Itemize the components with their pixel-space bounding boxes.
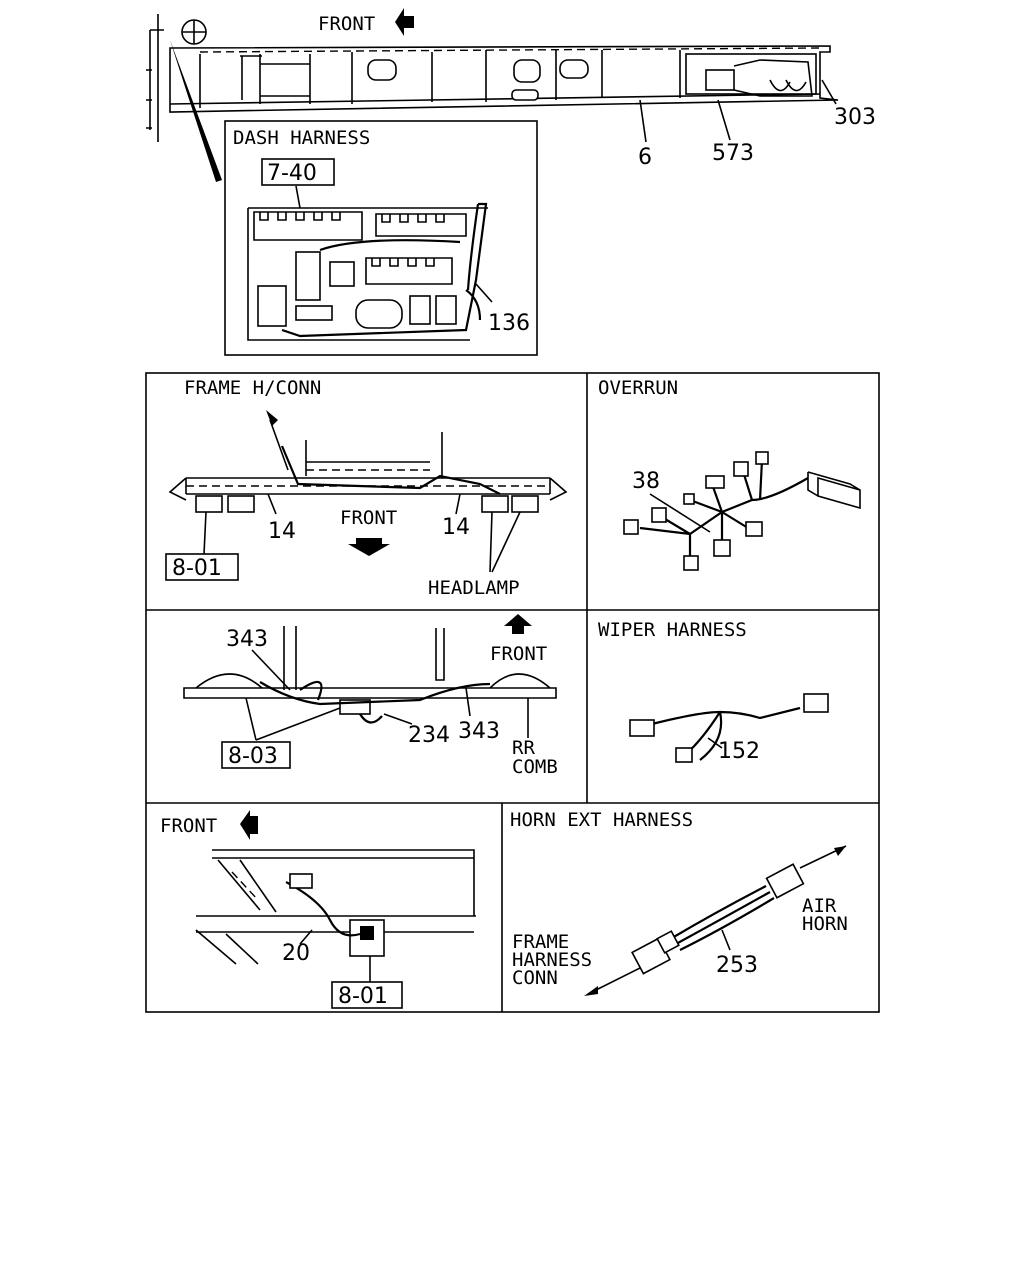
harness-label: HARNESS <box>512 949 592 971</box>
ref-box-8-03 <box>221 741 291 769</box>
harness-wire <box>259 680 491 724</box>
callout-38: 38 <box>632 469 660 494</box>
overrun-title: OVERRUN <box>598 377 678 399</box>
harness-wire <box>280 445 501 495</box>
wiper-harness-title: WIPER HARNESS <box>598 619 747 641</box>
callout-343-left: 343 <box>226 627 268 652</box>
junction-block <box>365 257 453 285</box>
comb-label: COMB <box>512 756 558 778</box>
air-label: AIR <box>802 895 837 917</box>
detail-grid <box>145 372 880 1013</box>
horn-ext-title: HORN EXT HARNESS <box>510 809 693 831</box>
horn-ext-harness-panel: HORN EXT HARNESS AIR HORN 253 FRAME HARN… <box>510 809 848 996</box>
frame-rail <box>196 849 476 933</box>
connector <box>511 89 539 101</box>
callout-152: 152 <box>718 739 760 764</box>
front-arrow-icon <box>504 614 532 634</box>
front-post <box>146 14 164 142</box>
rear-comb-panel: 343 FRONT 234 343 8-03 RR COMB <box>183 614 558 778</box>
callout-20: 20 <box>282 941 310 966</box>
frame-front-label: FRONT <box>340 507 397 529</box>
rear-cross-member <box>183 687 557 699</box>
ref-8-01-bottom: 8-01 <box>338 984 388 1009</box>
dash-harness-frame <box>224 120 538 356</box>
callout-136: 136 <box>488 311 530 336</box>
ref-box-7-40 <box>261 158 335 186</box>
frame-hconn-panel: FRAME H/CONN 14 14 FRONT 8-01 HEADLAMP <box>165 377 568 599</box>
wiper-harness-panel: WIPER HARNESS 152 <box>598 619 829 764</box>
overrun-panel: OVERRUN 38 <box>598 377 861 571</box>
air-horn-connector <box>765 863 805 899</box>
connector <box>367 59 397 81</box>
ref-7-40: 7-40 <box>267 161 317 186</box>
dash-harness-inset: DASH HARNESS 7-40 136 <box>224 120 538 356</box>
ref-box-8-01-bottom <box>331 981 403 1009</box>
ref-8-03: 8-03 <box>228 744 278 769</box>
bottom-front-label: FRONT <box>160 815 217 837</box>
headlamp-connector <box>195 495 223 513</box>
callout-573: 573 <box>712 141 754 166</box>
fuse-block <box>253 211 363 241</box>
connector <box>623 519 639 535</box>
top-frame-view: FRONT 303 6 573 <box>146 8 876 182</box>
connector <box>803 693 829 713</box>
rear-front-label: FRONT <box>490 643 547 665</box>
headlamp-label: HEADLAMP <box>428 577 520 599</box>
callout-6: 6 <box>638 145 652 170</box>
front-arrow-icon <box>240 810 258 840</box>
frame-hconn-title: FRAME H/CONN <box>184 377 321 399</box>
horn-harness-wire <box>671 885 775 951</box>
bottom-frame-panel: FRONT 20 8-01 <box>160 810 476 1009</box>
overrun-harness <box>639 459 809 560</box>
callout-14-left: 14 <box>268 519 296 544</box>
front-bumper <box>185 477 551 495</box>
harness-wire <box>285 881 361 937</box>
front-arrow-icon <box>348 538 390 556</box>
callout-234: 234 <box>408 723 450 748</box>
callout-343-right: 343 <box>458 719 500 744</box>
connector <box>513 59 541 83</box>
cross-members <box>199 50 681 108</box>
ref-8-01: 8-01 <box>172 556 222 581</box>
callout-303: 303 <box>834 105 876 130</box>
front-arrow-icon <box>395 8 414 36</box>
conn-label: CONN <box>512 967 558 989</box>
callout-253: 253 <box>716 953 758 978</box>
top-front-label: FRONT <box>318 13 375 35</box>
callout-14-right: 14 <box>442 515 470 540</box>
frame-rail <box>169 45 839 113</box>
frame-label: FRAME <box>512 931 569 953</box>
connector <box>559 59 589 79</box>
overrun-relay <box>807 471 861 510</box>
harness-wire <box>281 202 488 338</box>
horn-label: HORN <box>802 913 848 935</box>
dash-harness-title: DASH HARNESS <box>233 127 370 149</box>
dash-panel <box>247 207 488 341</box>
rr-label: RR <box>512 737 535 759</box>
ref-box-8-01 <box>165 553 239 581</box>
